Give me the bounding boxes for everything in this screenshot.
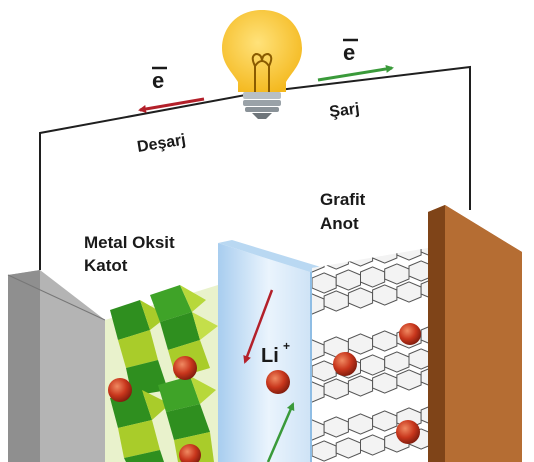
anode-label-line1: Grafit [320, 190, 366, 209]
graphite-hexagon [323, 336, 349, 358]
cathode-current-collector [7, 270, 106, 462]
metal-oxide-cathode [105, 285, 218, 462]
anode-label-line2: Anot [320, 214, 359, 233]
graphite-hexagon [323, 290, 349, 312]
graphite-hexagon [372, 410, 398, 432]
graphite-hexagon [323, 416, 349, 438]
separator-arrow-charge [266, 402, 295, 462]
graphite-hexagon [312, 381, 325, 403]
graphite-hexagon [347, 413, 374, 435]
graphite-hexagon [312, 293, 325, 315]
graphite-hexagon [396, 369, 422, 391]
separator-panel: Li + [218, 240, 324, 462]
ion-label: Li [261, 345, 279, 367]
graphite-hexagon [312, 272, 337, 294]
graphite-hexagon [312, 419, 325, 441]
graphite-hexagon [360, 266, 386, 288]
graphite-hexagon [384, 263, 410, 285]
graphite-hexagon [360, 434, 386, 456]
graphite-hexagon [372, 284, 398, 306]
graphite-hexagon [396, 245, 422, 261]
graphite-hexagon [312, 360, 337, 382]
anode-current-collector [428, 205, 522, 462]
graphite-hexagon [384, 351, 410, 373]
graphite-hexagon [360, 354, 386, 376]
graphite-hexagon [312, 440, 337, 462]
graphite-anode [312, 245, 445, 462]
light-bulb-icon [222, 10, 302, 119]
graphite-hexagon [396, 281, 422, 303]
cathode-label-line1: Metal Oksit [84, 233, 175, 252]
cathode-label-line2: Katot [84, 256, 128, 275]
graphite-hexagon [347, 245, 374, 267]
graphite-hexagon [335, 437, 361, 459]
discharge-arrow [138, 97, 205, 113]
discharge-electron-label: e [152, 68, 164, 93]
graphite-hexagon [347, 333, 374, 355]
graphite-hexagon [312, 339, 325, 361]
lithium-ion-icon [266, 370, 290, 394]
ion-charge-label: + [283, 339, 290, 353]
graphite-hexagon [335, 269, 361, 291]
discharge-label: Deşarj [136, 132, 187, 156]
graphite-hexagon [372, 330, 398, 352]
charge-electron-label: e [343, 40, 355, 65]
graphite-hexagon [347, 287, 374, 309]
graphite-hexagon [323, 378, 349, 400]
separator-arrow-discharge [243, 289, 274, 364]
graphite-hexagon [372, 372, 398, 394]
graphite-hexagon [347, 375, 374, 397]
charge-arrow [317, 65, 394, 82]
charge-label: Şarj [328, 100, 360, 121]
